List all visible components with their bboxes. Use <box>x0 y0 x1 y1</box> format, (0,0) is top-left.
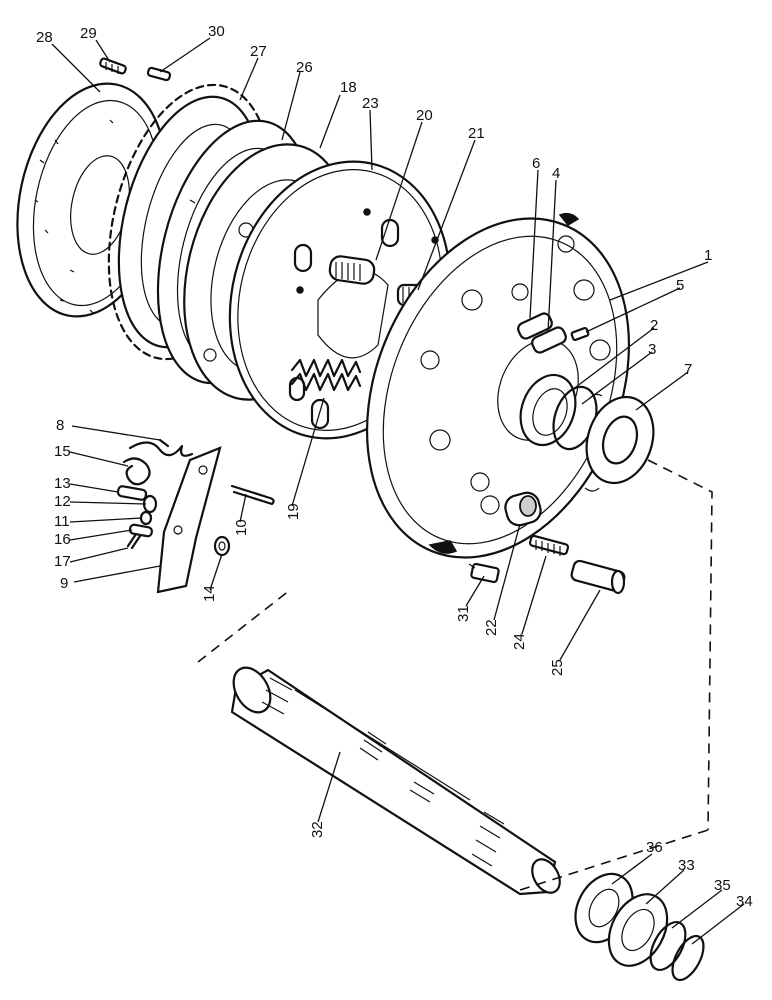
callout-10: 10 <box>233 519 250 536</box>
callout-21: 21 <box>468 125 485 142</box>
split-pin-part-10 <box>230 484 275 506</box>
split-pin-part-17 <box>126 532 142 550</box>
pin-part-20 <box>328 255 376 285</box>
callout-17: 17 <box>54 553 71 570</box>
input-shaft-part <box>230 666 561 896</box>
callout-4: 4 <box>552 165 560 182</box>
bearing-carrier-part <box>584 393 655 492</box>
callout-32: 32 <box>309 821 326 838</box>
link-plate-part-4 <box>531 326 567 354</box>
callout-25: 25 <box>549 659 566 676</box>
leader-lines <box>51 37 745 945</box>
callout-20: 20 <box>416 107 433 124</box>
callout-8: 8 <box>56 417 64 434</box>
callout-30: 30 <box>208 23 225 40</box>
clutch-cover-part <box>365 212 631 559</box>
pin-part-16 <box>128 523 153 538</box>
ring-part-35 <box>649 921 687 971</box>
callout-2: 2 <box>650 317 658 334</box>
pivot-pin-part-25 <box>570 559 626 595</box>
callout-14: 14 <box>201 585 218 602</box>
callout-18: 18 <box>340 79 357 96</box>
pin-part-29 <box>99 57 127 75</box>
callout-13: 13 <box>54 475 71 492</box>
sleeve-part-22 <box>504 491 542 527</box>
release-bearing-part <box>519 373 577 447</box>
callout-15: 15 <box>54 443 71 460</box>
callout-22: 22 <box>483 619 500 636</box>
assembly-dashed-outline <box>197 459 713 891</box>
callout-6: 6 <box>532 155 540 172</box>
release-lever-part-9 <box>156 446 222 594</box>
callout-23: 23 <box>362 95 379 112</box>
spring-part-8 <box>128 438 194 457</box>
bolt-part-31 <box>468 562 500 584</box>
spring-part-15 <box>122 457 151 486</box>
callout-26: 26 <box>296 59 313 76</box>
callout-7: 7 <box>684 361 692 378</box>
washer-part-14 <box>213 535 231 557</box>
callout-labels: 28 29 30 27 26 18 23 20 21 6 4 1 5 2 3 7… <box>36 23 753 910</box>
pin-part-13 <box>116 485 148 501</box>
callout-31: 31 <box>455 605 472 622</box>
callout-35: 35 <box>714 877 731 894</box>
callout-1: 1 <box>704 247 712 264</box>
callout-19: 19 <box>285 503 302 520</box>
callout-33: 33 <box>678 857 695 874</box>
callout-27: 27 <box>250 43 267 60</box>
callout-5: 5 <box>676 277 684 294</box>
ring-part-34 <box>671 934 705 982</box>
callout-3: 3 <box>648 341 656 358</box>
coil-spring-part <box>290 358 362 392</box>
callout-34: 34 <box>736 893 753 910</box>
washer-part-11 <box>139 510 153 526</box>
callout-9: 9 <box>60 575 68 592</box>
link-plate-part-6 <box>517 312 553 340</box>
callout-12: 12 <box>54 493 71 510</box>
callout-28: 28 <box>36 29 53 46</box>
pin-part-30 <box>146 66 172 82</box>
callout-24: 24 <box>511 633 528 650</box>
threaded-pin-part-24 <box>528 534 570 556</box>
callout-36: 36 <box>646 839 663 856</box>
callout-29: 29 <box>80 25 97 42</box>
callout-11: 11 <box>54 513 70 530</box>
callout-16: 16 <box>54 531 71 548</box>
